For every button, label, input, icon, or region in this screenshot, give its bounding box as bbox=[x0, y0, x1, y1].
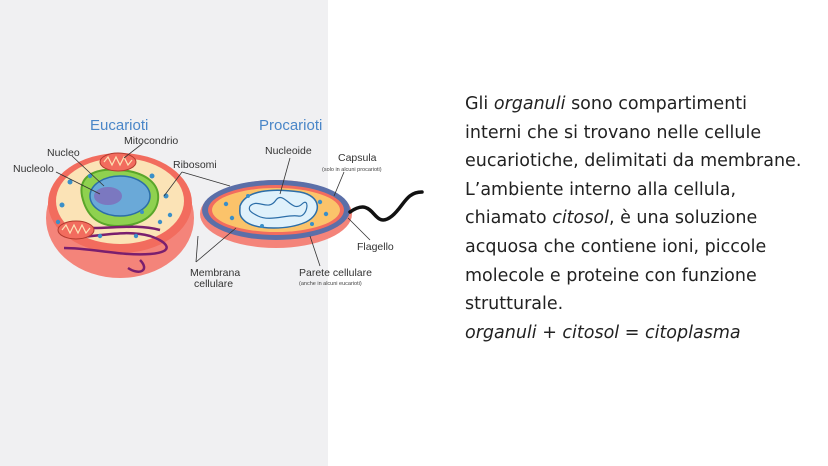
ribosomes-prokaryote bbox=[223, 194, 329, 228]
cell-comparison-diagram: Eucarioti Procarioti Mitocondrio Nucleo … bbox=[13, 117, 424, 290]
term-organuli: organuli bbox=[493, 94, 566, 114]
nucleus-label: Nucleo bbox=[47, 147, 80, 159]
mitochondrion bbox=[57, 220, 95, 240]
prokaryotic-cell bbox=[200, 180, 424, 248]
capsule-label: Capsula bbox=[338, 152, 377, 164]
eukaryote-title: Eucarioti bbox=[90, 117, 148, 134]
cell-wall-note: (anche in alcuni eucarioti) bbox=[299, 281, 362, 287]
ribosomes-eukaryote bbox=[55, 173, 173, 239]
capsule-note: (solo in alcuni procarioti) bbox=[322, 167, 382, 173]
explanation-text: Gli organuli sono compartimenti interni … bbox=[465, 90, 805, 347]
organelles-paragraph: Gli organuli sono compartimenti interni … bbox=[465, 94, 802, 172]
prokaryote-title: Procarioti bbox=[259, 117, 322, 134]
nucleolus bbox=[94, 187, 122, 205]
term-citosol: citosol bbox=[552, 208, 609, 229]
cytosol-paragraph: L’ambiente interno alla cellula, chiamat… bbox=[465, 179, 767, 315]
cell-membrane-label-line2: cellulare bbox=[194, 278, 233, 290]
nucleolus-label: Nucleolo bbox=[13, 163, 54, 175]
leader-lines bbox=[55, 143, 371, 267]
golgi-strand bbox=[63, 231, 168, 256]
cell-membrane-label-line1: Membrana bbox=[190, 267, 240, 279]
ribosomes-label: Ribosomi bbox=[173, 159, 217, 171]
mitochondrion-label: Mitocondrio bbox=[124, 135, 178, 147]
golgi-strand bbox=[127, 259, 146, 273]
cell-wall-label: Parete cellulare bbox=[299, 267, 372, 279]
mitochondrion bbox=[99, 152, 137, 172]
nucleoid-region bbox=[239, 189, 318, 229]
eukaryotic-cell bbox=[46, 152, 194, 278]
dna-strand bbox=[248, 197, 308, 219]
flagellum-label: Flagello bbox=[357, 241, 394, 253]
flagellum bbox=[348, 190, 424, 222]
nucleoid-label: Nucleoide bbox=[265, 145, 312, 157]
formula-line: organuli + citosol = citoplasma bbox=[465, 322, 741, 343]
